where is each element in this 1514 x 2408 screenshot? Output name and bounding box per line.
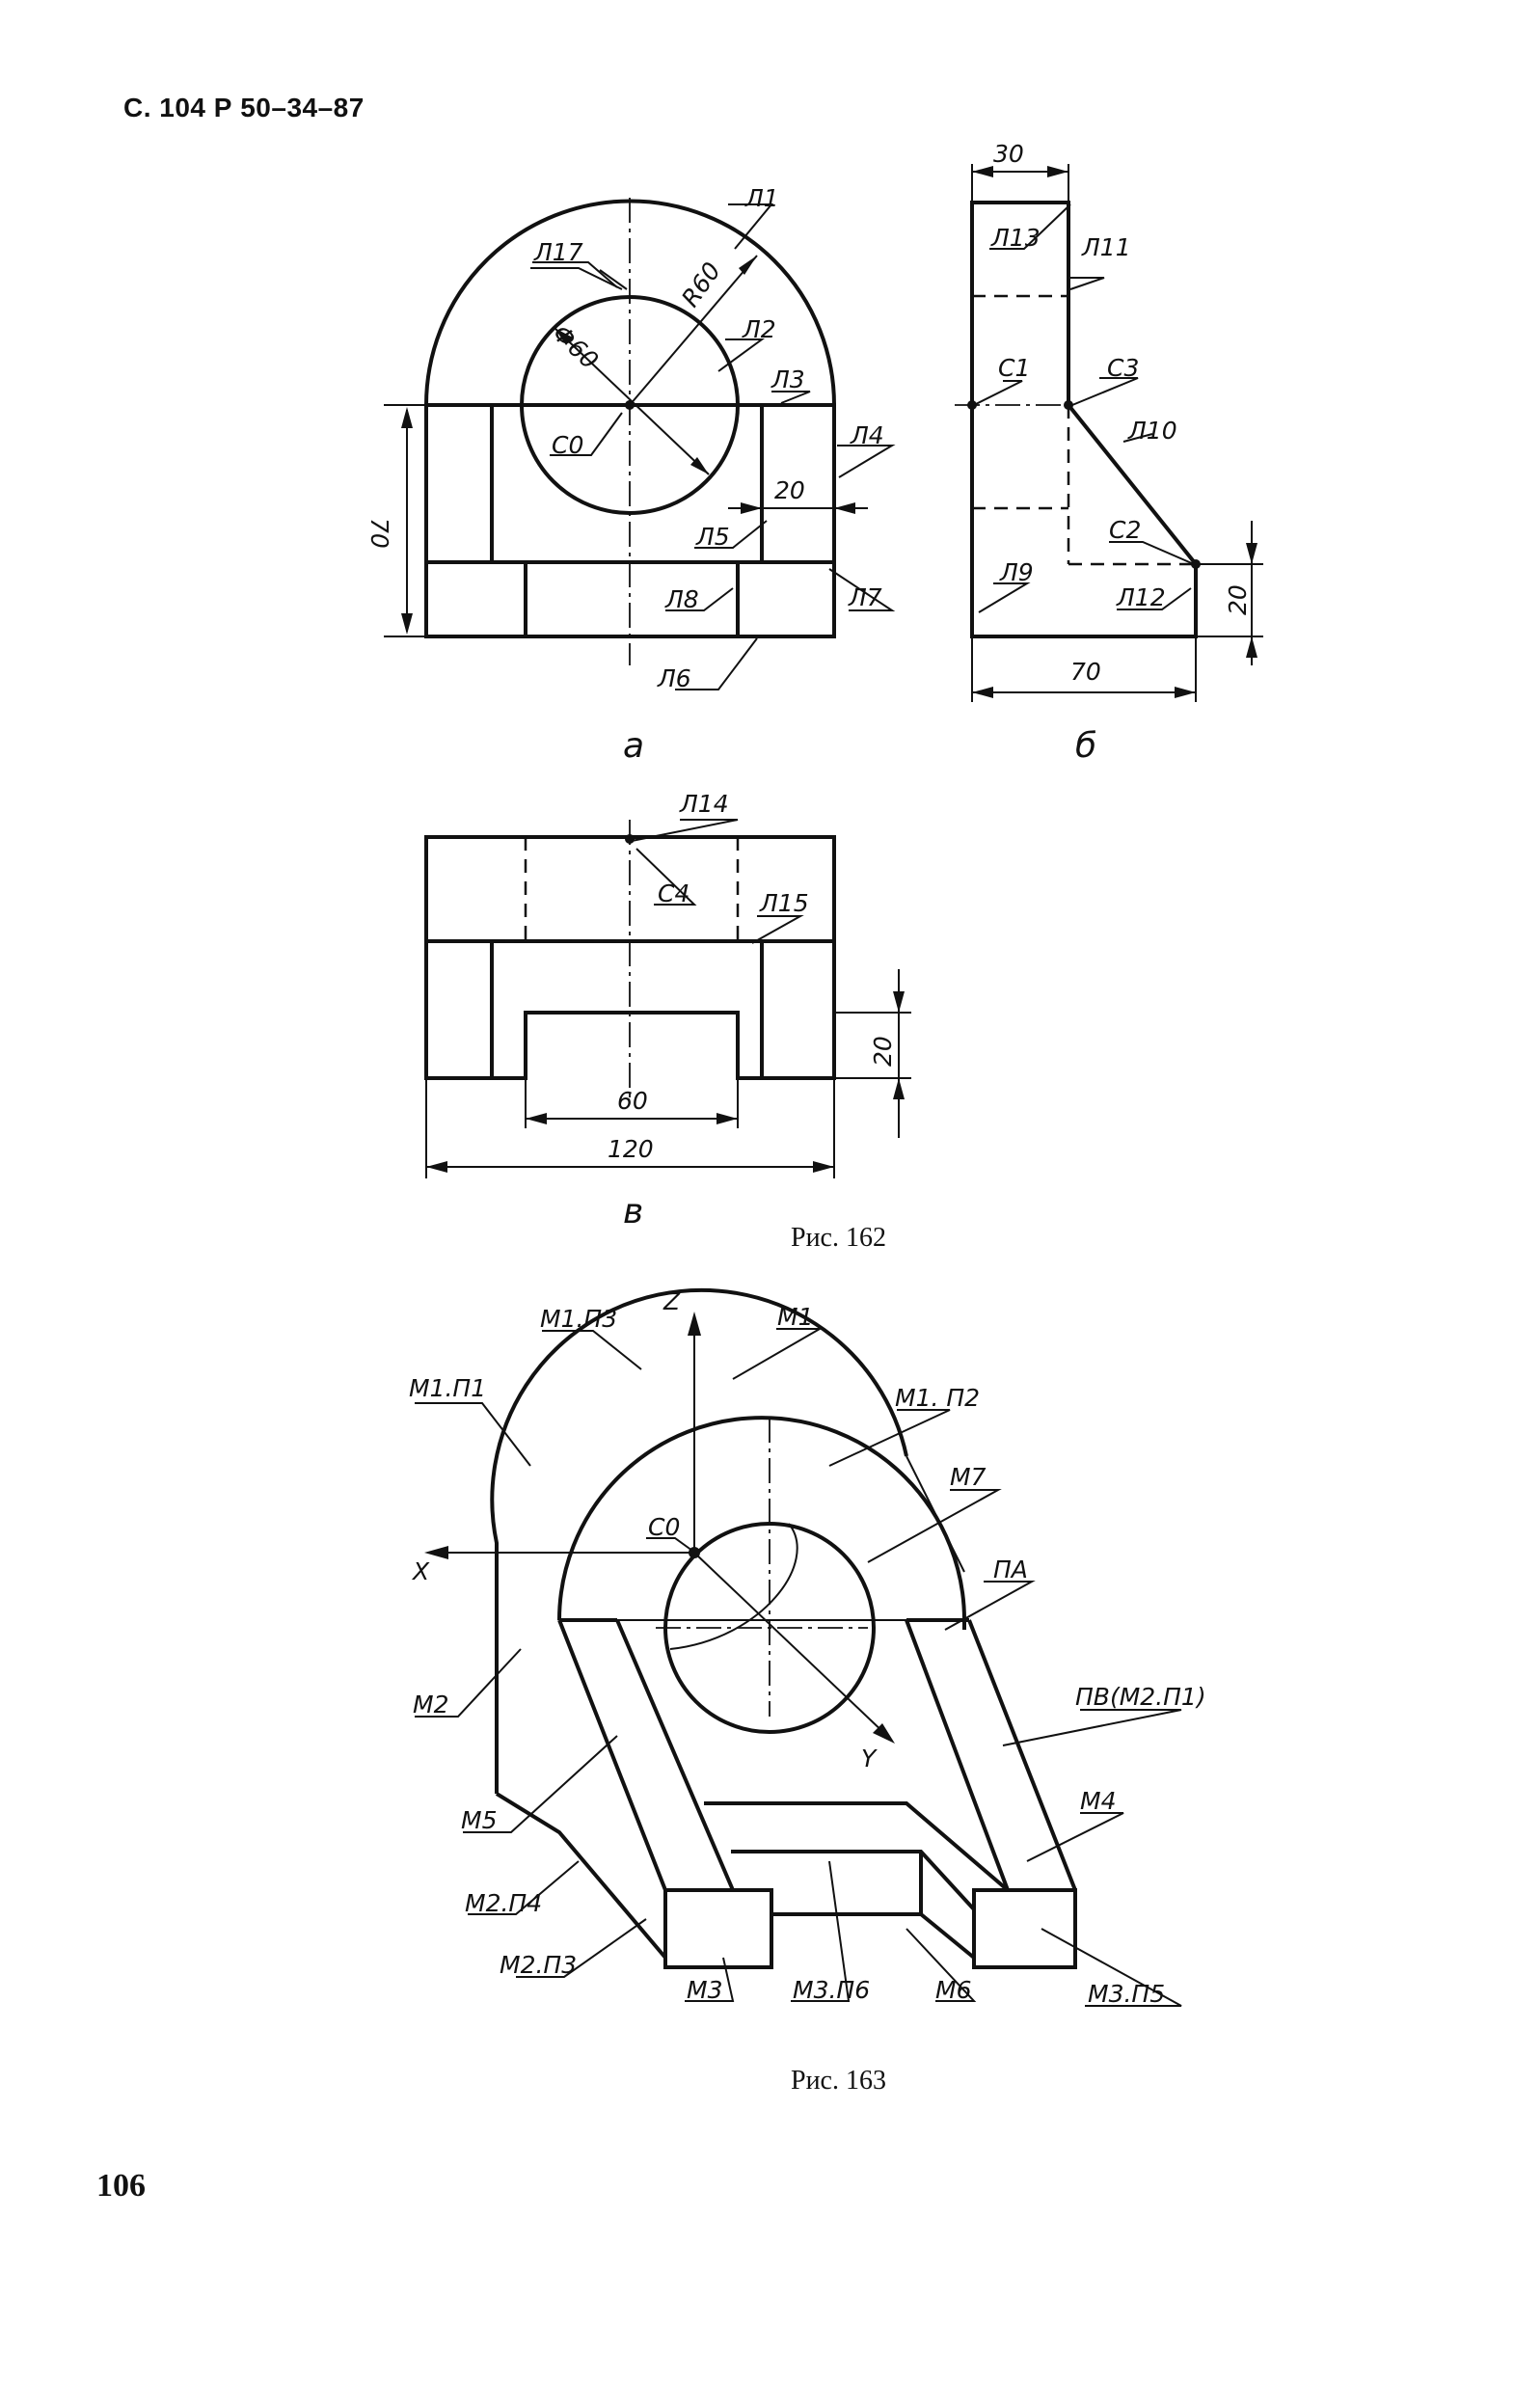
label-x: X bbox=[411, 1557, 430, 1585]
label-l9: Л9 bbox=[999, 558, 1034, 586]
label-c0-iso: С0 bbox=[648, 1513, 680, 1541]
dim-r60 bbox=[629, 255, 758, 406]
label-l6: Л6 bbox=[657, 664, 691, 692]
label-dim-120: 120 bbox=[608, 1135, 654, 1163]
bridge-front bbox=[771, 1852, 923, 1916]
floor-back bbox=[704, 1801, 1010, 1892]
label-l3: Л3 bbox=[771, 365, 805, 393]
label-dim-20: 20 bbox=[774, 476, 805, 504]
label-l7: Л7 bbox=[848, 583, 882, 611]
label-dim-20-side: 20 bbox=[1224, 584, 1252, 615]
label-l17: Л17 bbox=[533, 238, 583, 266]
label-dim-70-side: 70 bbox=[1070, 658, 1101, 686]
label-m6: М6 bbox=[935, 1976, 971, 2004]
caption-fig162: Рис. 162 bbox=[791, 1223, 886, 1253]
back-arch bbox=[490, 1287, 908, 1794]
right-leg-inner bbox=[905, 1619, 1010, 1891]
axis-y bbox=[693, 1552, 888, 1737]
label-l4: Л4 bbox=[850, 421, 884, 449]
label-dim-20-top: 20 bbox=[869, 1036, 897, 1067]
view-b-side bbox=[955, 164, 1263, 702]
label-z: Z bbox=[662, 1287, 681, 1315]
label-l8: Л8 bbox=[664, 585, 699, 613]
label-l14: Л14 bbox=[679, 790, 729, 818]
label-dim-60: 60 bbox=[617, 1087, 648, 1115]
label-m5: М5 bbox=[461, 1806, 497, 1834]
label-m7: М7 bbox=[950, 1463, 987, 1491]
sublabel-b: б bbox=[1075, 726, 1096, 766]
label-pa: ПА bbox=[993, 1556, 1028, 1583]
outline-l1 bbox=[424, 199, 836, 638]
hole-inner-arc bbox=[669, 1523, 798, 1650]
label-dim-30: 30 bbox=[993, 140, 1024, 168]
label-c0: С0 bbox=[552, 431, 583, 459]
label-m4: М4 bbox=[1080, 1787, 1116, 1815]
point-c1 bbox=[967, 400, 977, 410]
label-dim-70: 70 bbox=[365, 518, 393, 549]
label-l5: Л5 bbox=[695, 523, 730, 551]
label-m2: М2 bbox=[413, 1691, 448, 1718]
label-l11: Л11 bbox=[1081, 233, 1131, 261]
label-c3: С3 bbox=[1107, 354, 1139, 382]
label-m1p2: М1. П2 bbox=[895, 1384, 980, 1412]
label-c4: С4 bbox=[658, 879, 689, 907]
isometric-view bbox=[415, 1287, 1182, 2007]
label-l12: Л12 bbox=[1116, 583, 1166, 611]
point-c4 bbox=[625, 834, 635, 844]
page-header: С. 104 Р 50–34–87 bbox=[123, 93, 365, 122]
left-post bbox=[424, 403, 494, 564]
left-body-edge bbox=[495, 1792, 667, 1960]
label-m3: М3 bbox=[687, 1976, 722, 2004]
left-leg-outer bbox=[557, 1619, 667, 1967]
label-m2p3: М2.П3 bbox=[500, 1951, 577, 1979]
label-l2: Л2 bbox=[742, 315, 776, 343]
label-pv: ПВ(М2.П1) bbox=[1075, 1683, 1206, 1711]
point-c3 bbox=[1064, 400, 1073, 410]
sublabel-v: в bbox=[623, 1192, 643, 1231]
label-l13: Л13 bbox=[990, 224, 1041, 252]
label-c2: С2 bbox=[1109, 516, 1141, 544]
label-m1p1: М1.П1 bbox=[409, 1374, 486, 1402]
view-v-top bbox=[424, 819, 911, 1178]
right-leg-outer bbox=[967, 1619, 1077, 1967]
label-m3p6: М3.П6 bbox=[793, 1976, 870, 2004]
foot-m3p5 bbox=[972, 1888, 1077, 1969]
view-a-front bbox=[384, 198, 896, 690]
page-number: 106 bbox=[96, 2168, 146, 2204]
sublabel-a: а bbox=[623, 726, 644, 766]
label-l1: Л1 bbox=[744, 184, 779, 212]
caption-fig163: Рис. 163 bbox=[791, 2066, 886, 2096]
label-m2p4: М2.П4 bbox=[465, 1889, 542, 1917]
label-l10: Л10 bbox=[1127, 417, 1177, 445]
label-m3p5: М3.П5 bbox=[1088, 1980, 1165, 2008]
foot-m3 bbox=[663, 1888, 773, 1969]
bottom-profile bbox=[424, 941, 836, 1080]
label-m1: М1 bbox=[777, 1303, 813, 1331]
dim-phi60 bbox=[554, 327, 710, 475]
label-m1p3: М1.П3 bbox=[540, 1305, 617, 1333]
label-c1: С1 bbox=[998, 354, 1030, 382]
label-l15: Л15 bbox=[759, 889, 809, 917]
label-r60: R60 bbox=[676, 257, 726, 312]
left-leg-inner bbox=[615, 1619, 735, 1891]
label-y: Y bbox=[861, 1745, 878, 1772]
bridge-top bbox=[731, 1850, 976, 1967]
